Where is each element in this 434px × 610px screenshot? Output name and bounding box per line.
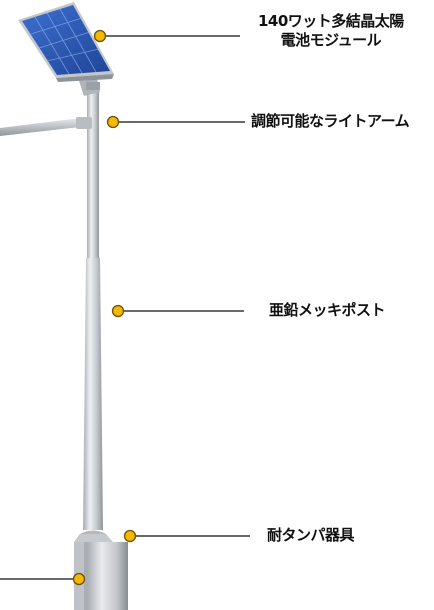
callout-dots xyxy=(72,29,137,586)
label-galvanized-post: 亜鉛メッキポスト xyxy=(269,301,386,319)
callout-dot-light-arm xyxy=(106,115,120,129)
light-arm xyxy=(0,117,92,136)
pole-base xyxy=(74,530,128,610)
label-solar-module-line2: 電池モジュール xyxy=(280,31,382,49)
callout-dot-base xyxy=(72,572,86,586)
lower-pole xyxy=(83,258,103,530)
callout-lines xyxy=(0,35,250,580)
solar-panel xyxy=(18,2,114,82)
label-solar-module: 140ワット多結晶太陽 電池モジュール xyxy=(258,12,404,50)
upper-pole xyxy=(87,88,99,258)
label-adjustable-arm: 調節可能なライトアーム xyxy=(251,112,410,130)
label-solar-module-line1: 140ワット多結晶太陽 xyxy=(258,12,404,30)
callout-dot-solar-module xyxy=(93,29,107,43)
callout-dot-tamper-fixture xyxy=(123,529,137,543)
label-tamper-resistant-fixture: 耐タンパ器具 xyxy=(267,526,355,544)
callout-dot-galvanized-post xyxy=(111,304,125,318)
